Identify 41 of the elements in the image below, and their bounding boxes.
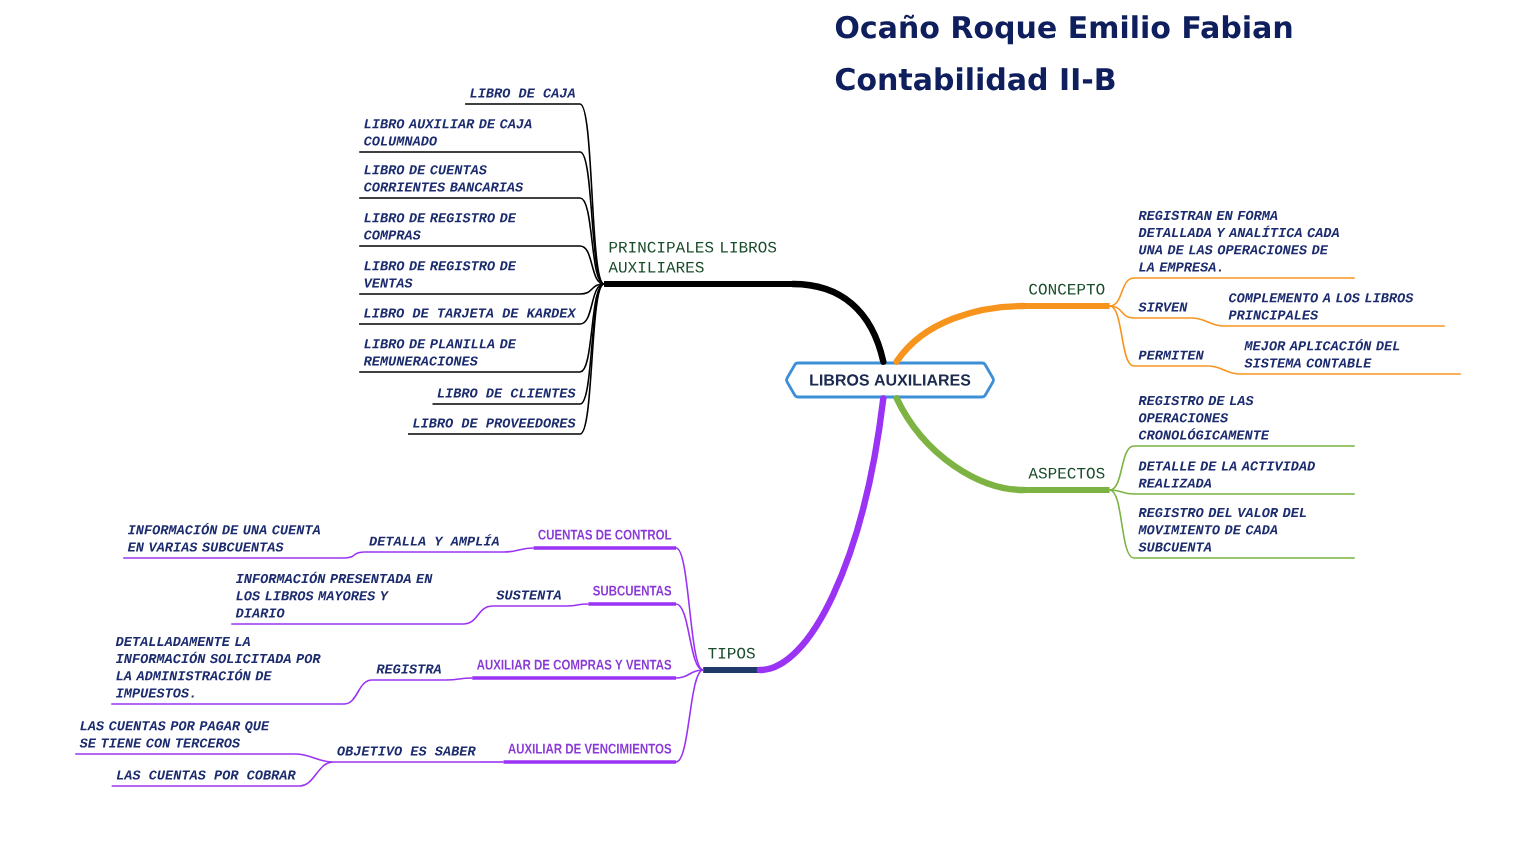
connector-line	[343, 679, 373, 705]
connector-line	[675, 669, 704, 763]
connector-line	[503, 547, 535, 553]
connector-line	[579, 283, 605, 373]
connector-line	[1108, 445, 1135, 491]
connector-line	[463, 605, 493, 625]
connector-line	[579, 283, 605, 325]
title: Ocaño Roque Emilio Fabian	[835, 14, 1292, 45]
connector-line	[479, 761, 505, 763]
connector-line	[1108, 489, 1135, 495]
connector-line	[579, 197, 605, 285]
connector-line	[1108, 489, 1135, 559]
connector-line	[675, 603, 704, 671]
branch-curve	[756, 395, 887, 674]
connector-line	[343, 551, 366, 559]
connector-line	[295, 753, 334, 763]
branch-curve	[893, 395, 1028, 494]
branch-curve	[893, 302, 1028, 365]
connector-line	[1108, 305, 1135, 319]
subtitle: Contabilidad II-B	[835, 67, 1115, 91]
branch-label: TIPOS	[703, 647, 760, 673]
central-topic-box: LIBROS AUXILIARES	[785, 361, 995, 399]
connector-line	[579, 283, 605, 295]
connector-line	[565, 603, 590, 607]
connector-line	[675, 669, 704, 679]
connector-line	[579, 245, 605, 285]
connector-line	[1207, 365, 1241, 375]
connector-line	[445, 677, 474, 681]
connector-line	[1191, 317, 1225, 327]
connector-line	[579, 283, 605, 435]
branch-curve	[789, 280, 887, 365]
connector-line	[579, 151, 605, 285]
connector-line	[579, 283, 605, 405]
connector-line	[1108, 277, 1135, 307]
connector-line	[299, 761, 334, 787]
connector-line	[1108, 305, 1135, 367]
branch-label: ASPECTOS	[1024, 467, 1110, 493]
connector-line	[675, 547, 704, 671]
connector-line	[579, 103, 605, 285]
branch-label: PRINCIPALES LIBROS AUXILIARES	[604, 241, 793, 287]
branch-label: CONCEPTO	[1024, 283, 1110, 309]
